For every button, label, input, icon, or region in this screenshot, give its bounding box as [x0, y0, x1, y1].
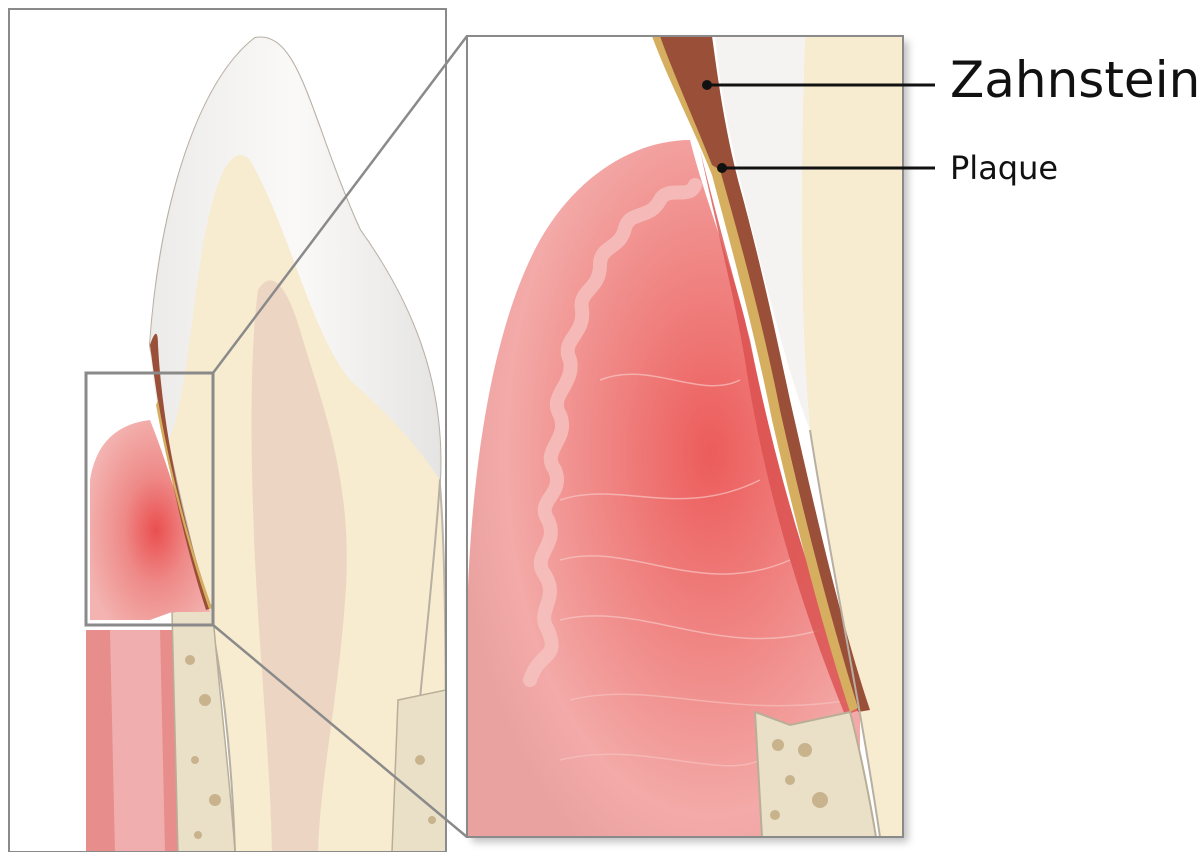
- overview-panel: [9, 9, 446, 852]
- detail-panel: [467, 36, 903, 837]
- leader-plaque-dot: [717, 163, 727, 173]
- label-calculus: Zahnstein: [950, 50, 1200, 110]
- label-plaque: Plaque: [950, 148, 1058, 188]
- leader-calculus-dot: [702, 80, 712, 90]
